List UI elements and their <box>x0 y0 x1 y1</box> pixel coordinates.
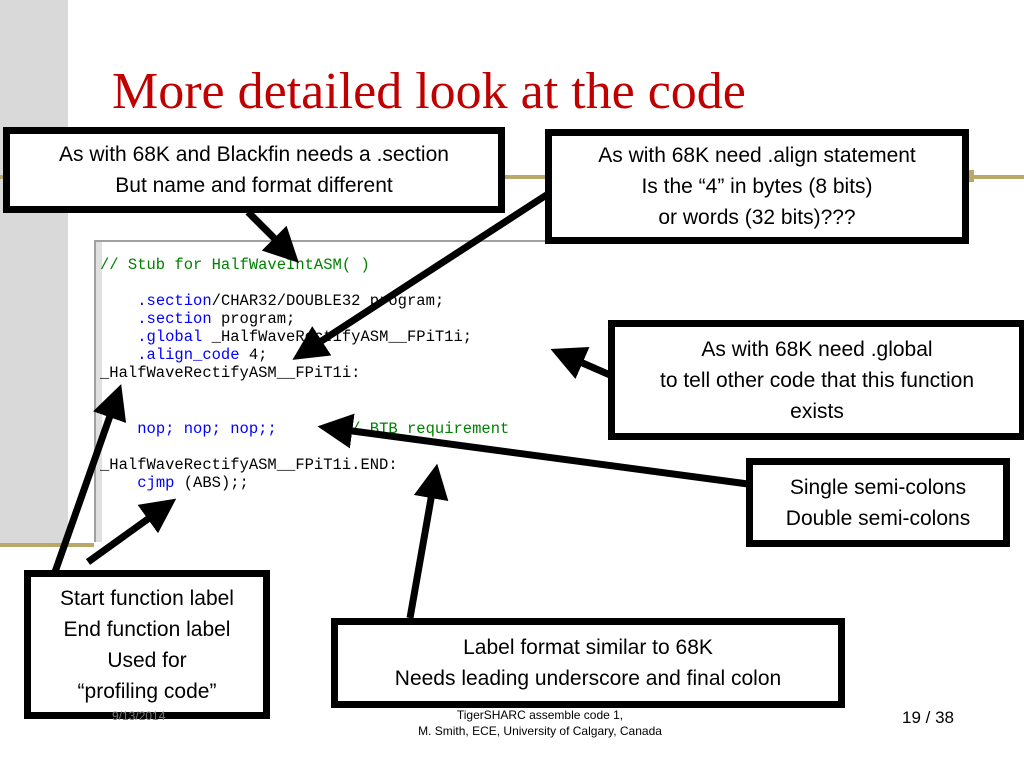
callout-label-format: Label format similar to 68K Needs leadin… <box>331 618 845 708</box>
footer-course-info: TigerSHARC assemble code 1, M. Smith, EC… <box>418 708 662 738</box>
callout-function-label: Start function label End function label … <box>24 570 270 719</box>
slide-title: More detailed look at the code <box>112 63 746 120</box>
slide-side-bar <box>0 0 68 545</box>
arrow-end-label <box>85 498 177 565</box>
arrow-start-label <box>51 384 127 574</box>
arrow-section <box>245 209 299 263</box>
code-line-section-2: .section program; <box>137 310 296 328</box>
callout-global: As with 68K need .global to tell other c… <box>608 320 1024 440</box>
code-line-nops: nop; nop; nop;; // BTB requirement <box>137 420 510 438</box>
code-line-end-label: _HalfWaveRectifyASM__FPiT1i.END: <box>100 456 398 474</box>
arrow-align <box>292 191 550 360</box>
code-line-start-label: _HalfWaveRectifyASM__FPiT1i: <box>100 364 361 382</box>
code-line-global: .global _HalfWaveRectifyASM__FPiT1i; <box>137 328 473 346</box>
callout-semicolons: Single semi-colons Double semi-colons <box>746 458 1010 547</box>
title-rule <box>0 175 1024 179</box>
code-line-comment: // Stub for HalfWaveIntASM( ) <box>100 256 370 274</box>
bottom-rule <box>0 543 94 547</box>
footer-date: 9/13/2014 <box>112 709 166 723</box>
code-line-cjmp: cjmp (ABS);; <box>137 474 249 492</box>
arrow-semicolons <box>317 413 749 488</box>
callout-section: As with 68K and Blackfin needs a .sectio… <box>3 127 505 213</box>
code-editor-panel: // Stub for HalfWaveIntASM( ) .section/C… <box>94 240 624 542</box>
footer-page-number: 19 / 38 <box>902 708 954 727</box>
arrow-label-format <box>406 463 449 619</box>
arrow-global <box>550 346 612 380</box>
code-line-align: .align_code 4; <box>137 346 268 364</box>
callout-align: As with 68K need .align statement Is the… <box>545 129 969 244</box>
